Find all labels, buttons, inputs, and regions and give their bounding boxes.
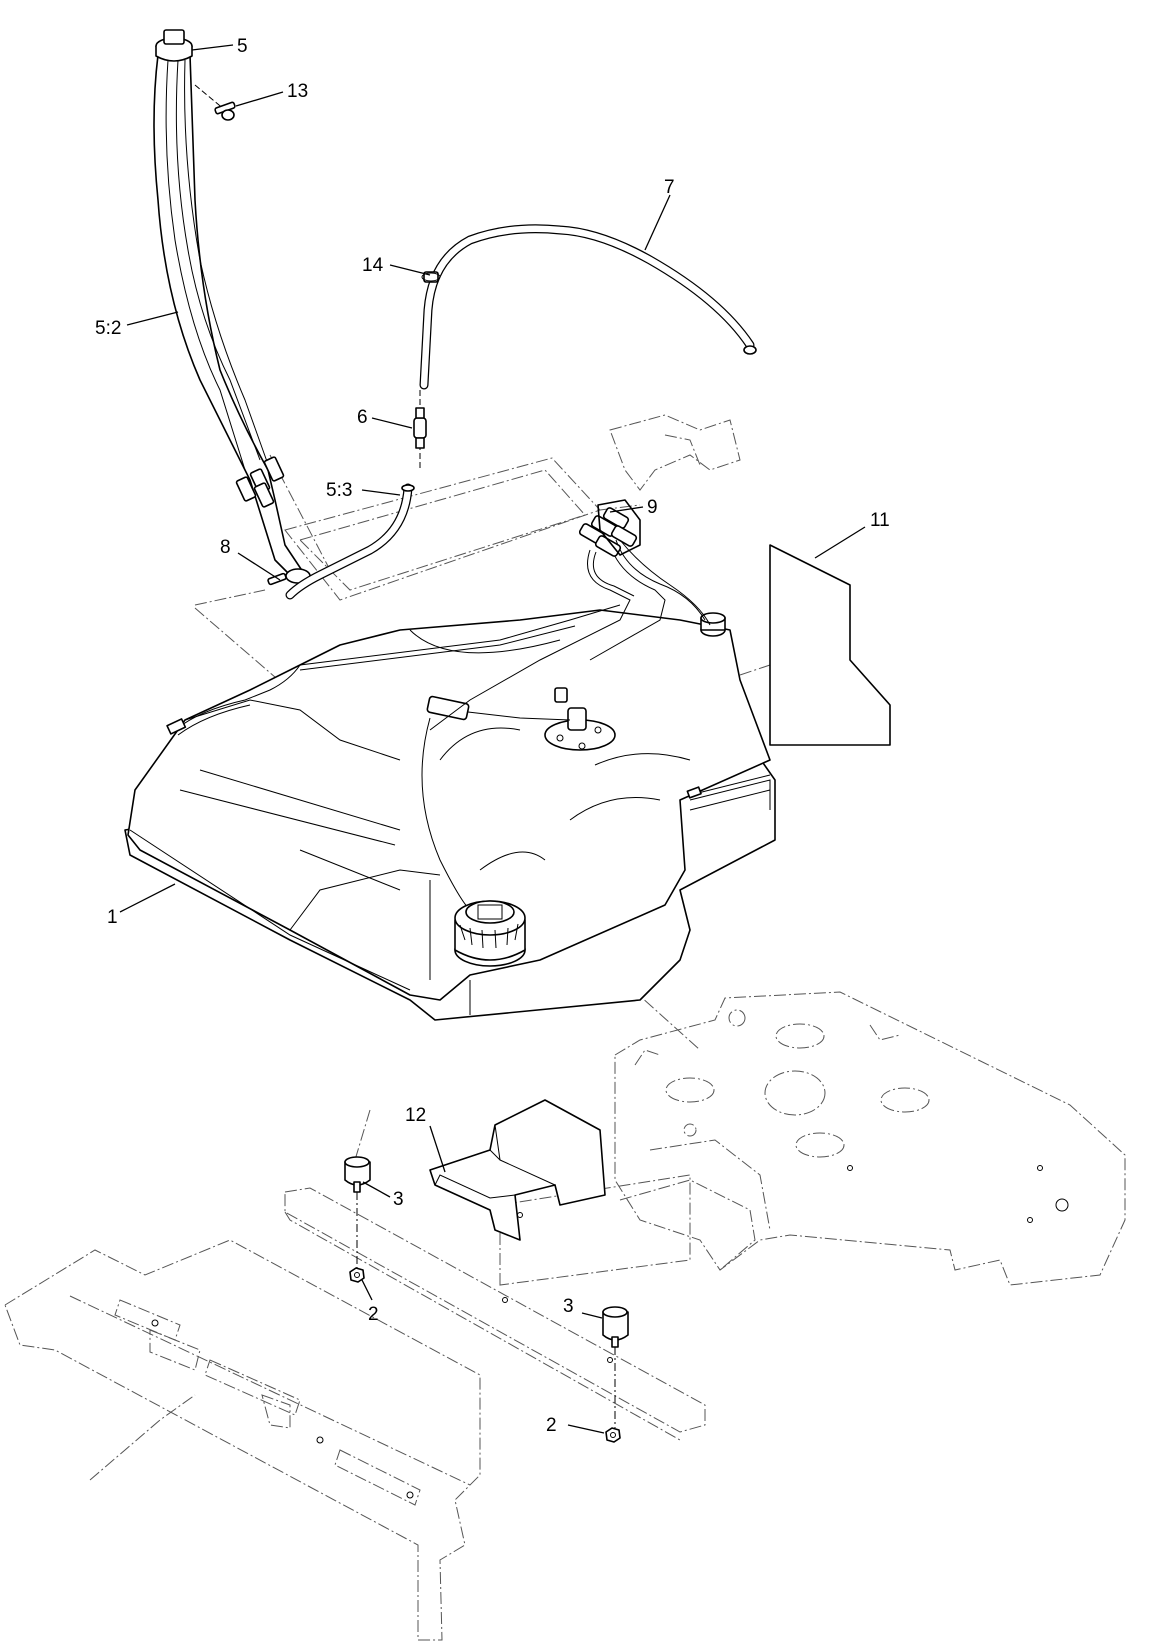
callout-2-upper: 2: [368, 1304, 379, 1325]
frame-rail-left: [4, 1239, 481, 1641]
part-6-check-valve: [413, 390, 427, 470]
callout-labels: 5 13 7 14 5:2 6 5:3 9 11 8 1 12 3 2 3 2: [95, 36, 890, 1436]
part-1-fuel-tank: [124, 609, 776, 1021]
frame-crossbar: [284, 1187, 706, 1441]
part-3-bumper-upper: [344, 1156, 371, 1268]
part-9-fitting-cluster: [578, 499, 641, 557]
callout-13: 13: [287, 81, 308, 102]
part-5-3-hose: [285, 483, 415, 600]
callout-1: 1: [107, 907, 118, 928]
callout-11: 11: [870, 510, 890, 531]
frame-bracket-top: [609, 414, 741, 491]
part-3-bumper-lower: [602, 1306, 629, 1428]
part-2-nut-lower: [605, 1427, 621, 1443]
part-13-screw: [194, 84, 236, 121]
callout-3-upper: 3: [393, 1189, 404, 1210]
callout-6: 6: [357, 407, 368, 428]
callout-5-3: 5:3: [326, 480, 352, 501]
callout-3-lower: 3: [563, 1296, 574, 1317]
part-7-vent-hose: [419, 224, 757, 390]
leader-lines: [119, 44, 866, 1434]
leader-lines-extra: [361, 1279, 603, 1319]
callout-5: 5: [237, 36, 248, 57]
part-9-vent-lines: [299, 539, 711, 731]
callout-12: 12: [405, 1105, 426, 1126]
callout-14: 14: [362, 255, 384, 276]
callout-5-2: 5:2: [95, 318, 121, 339]
callout-9: 9: [647, 497, 658, 518]
part-2-nut-upper: [349, 1267, 365, 1283]
part-11-foam-pad: [769, 544, 891, 746]
part-5-2-filler-hose: [153, 29, 311, 586]
part-12-heat-shield: [429, 1099, 606, 1241]
callout-2-lower: 2: [546, 1415, 557, 1436]
frame-plate-right: [499, 991, 1126, 1286]
callout-8: 8: [220, 537, 231, 558]
callout-7: 7: [664, 177, 675, 198]
